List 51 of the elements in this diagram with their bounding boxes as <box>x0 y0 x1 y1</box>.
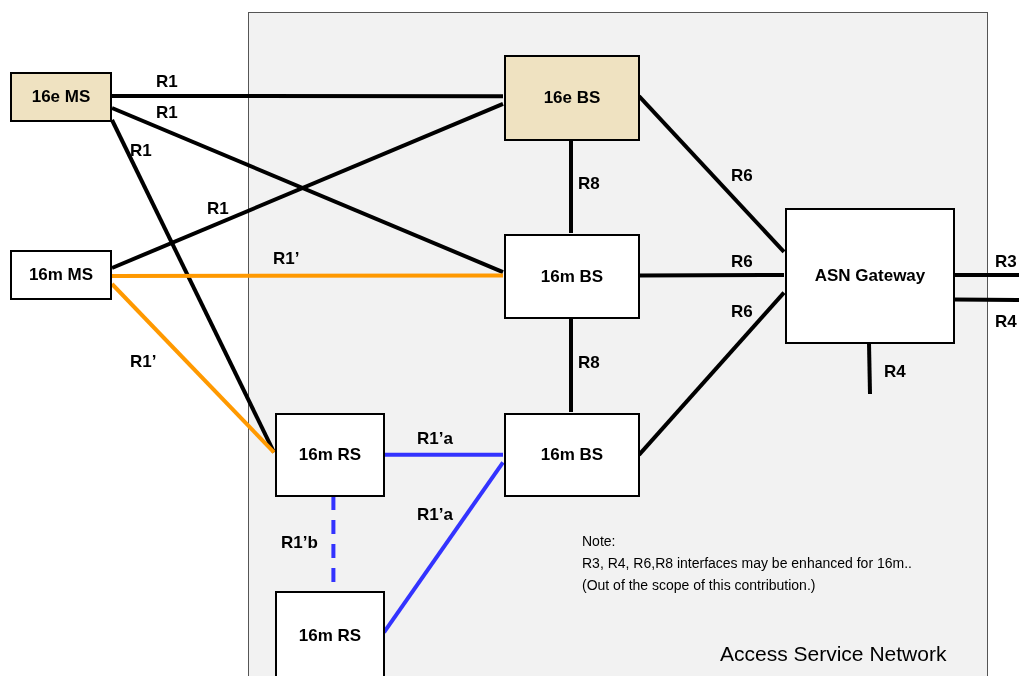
box-label: 16m RS <box>298 444 362 467</box>
edge-label: R1 <box>156 73 178 90</box>
edge-label: R6 <box>731 303 753 320</box>
network-area <box>248 12 988 676</box>
edge-label: R8 <box>578 354 600 371</box>
entity-box <box>10 72 112 122</box>
box-label: 16m BS <box>540 444 604 467</box>
edge-label: R1’a <box>417 430 453 447</box>
connector-line <box>639 273 784 278</box>
connector-line <box>569 140 573 233</box>
box-label: 16e MS <box>31 86 91 109</box>
edge-label: R1 <box>156 104 178 121</box>
edge-label: R1’b <box>281 534 318 551</box>
entity-box <box>504 413 640 497</box>
entity-box <box>504 55 640 141</box>
connector-line <box>110 282 276 454</box>
entity-box <box>10 250 112 300</box>
edge-label: R3 <box>995 253 1017 270</box>
connector-line <box>112 94 503 99</box>
connector-line <box>867 342 872 395</box>
area-title: Access Service Network <box>720 641 947 667</box>
connector-line <box>637 94 786 254</box>
connector-line <box>637 291 786 457</box>
box-label: 16e BS <box>543 87 601 110</box>
connector-line <box>569 318 573 412</box>
box-label: 16m RS <box>298 625 362 648</box>
edge-label: R4 <box>884 363 906 380</box>
edge-label: R6 <box>731 253 753 270</box>
box-label: 16m MS <box>28 264 94 287</box>
edge-label: R4 <box>995 313 1017 330</box>
connector-line <box>112 273 503 278</box>
entity-box <box>275 413 385 497</box>
note-text: R3, R4, R6,R8 interfaces may be enhanced for 16m.. <box>582 554 912 572</box>
box-label: ASN Gateway <box>814 265 926 288</box>
note-text: Note: <box>582 532 617 550</box>
edge-label: R1 <box>130 142 152 159</box>
edge-label: R8 <box>578 175 600 192</box>
edge-label: R6 <box>731 167 753 184</box>
connector-line <box>954 273 1019 277</box>
edge-label: R1’ <box>130 353 157 370</box>
edge-label: R1 <box>207 200 229 217</box>
entity-box <box>785 208 955 344</box>
edge-label: R1’a <box>417 506 453 523</box>
connector-line <box>954 297 1019 302</box>
edge-label: R1’ <box>273 250 300 267</box>
connector-line <box>382 461 505 634</box>
entity-box <box>504 234 640 319</box>
note-text: (Out of the scope of this contribution.) <box>582 576 817 594</box>
connector-line <box>384 452 503 457</box>
entity-box <box>275 591 385 676</box>
box-label: 16m BS <box>540 265 604 288</box>
